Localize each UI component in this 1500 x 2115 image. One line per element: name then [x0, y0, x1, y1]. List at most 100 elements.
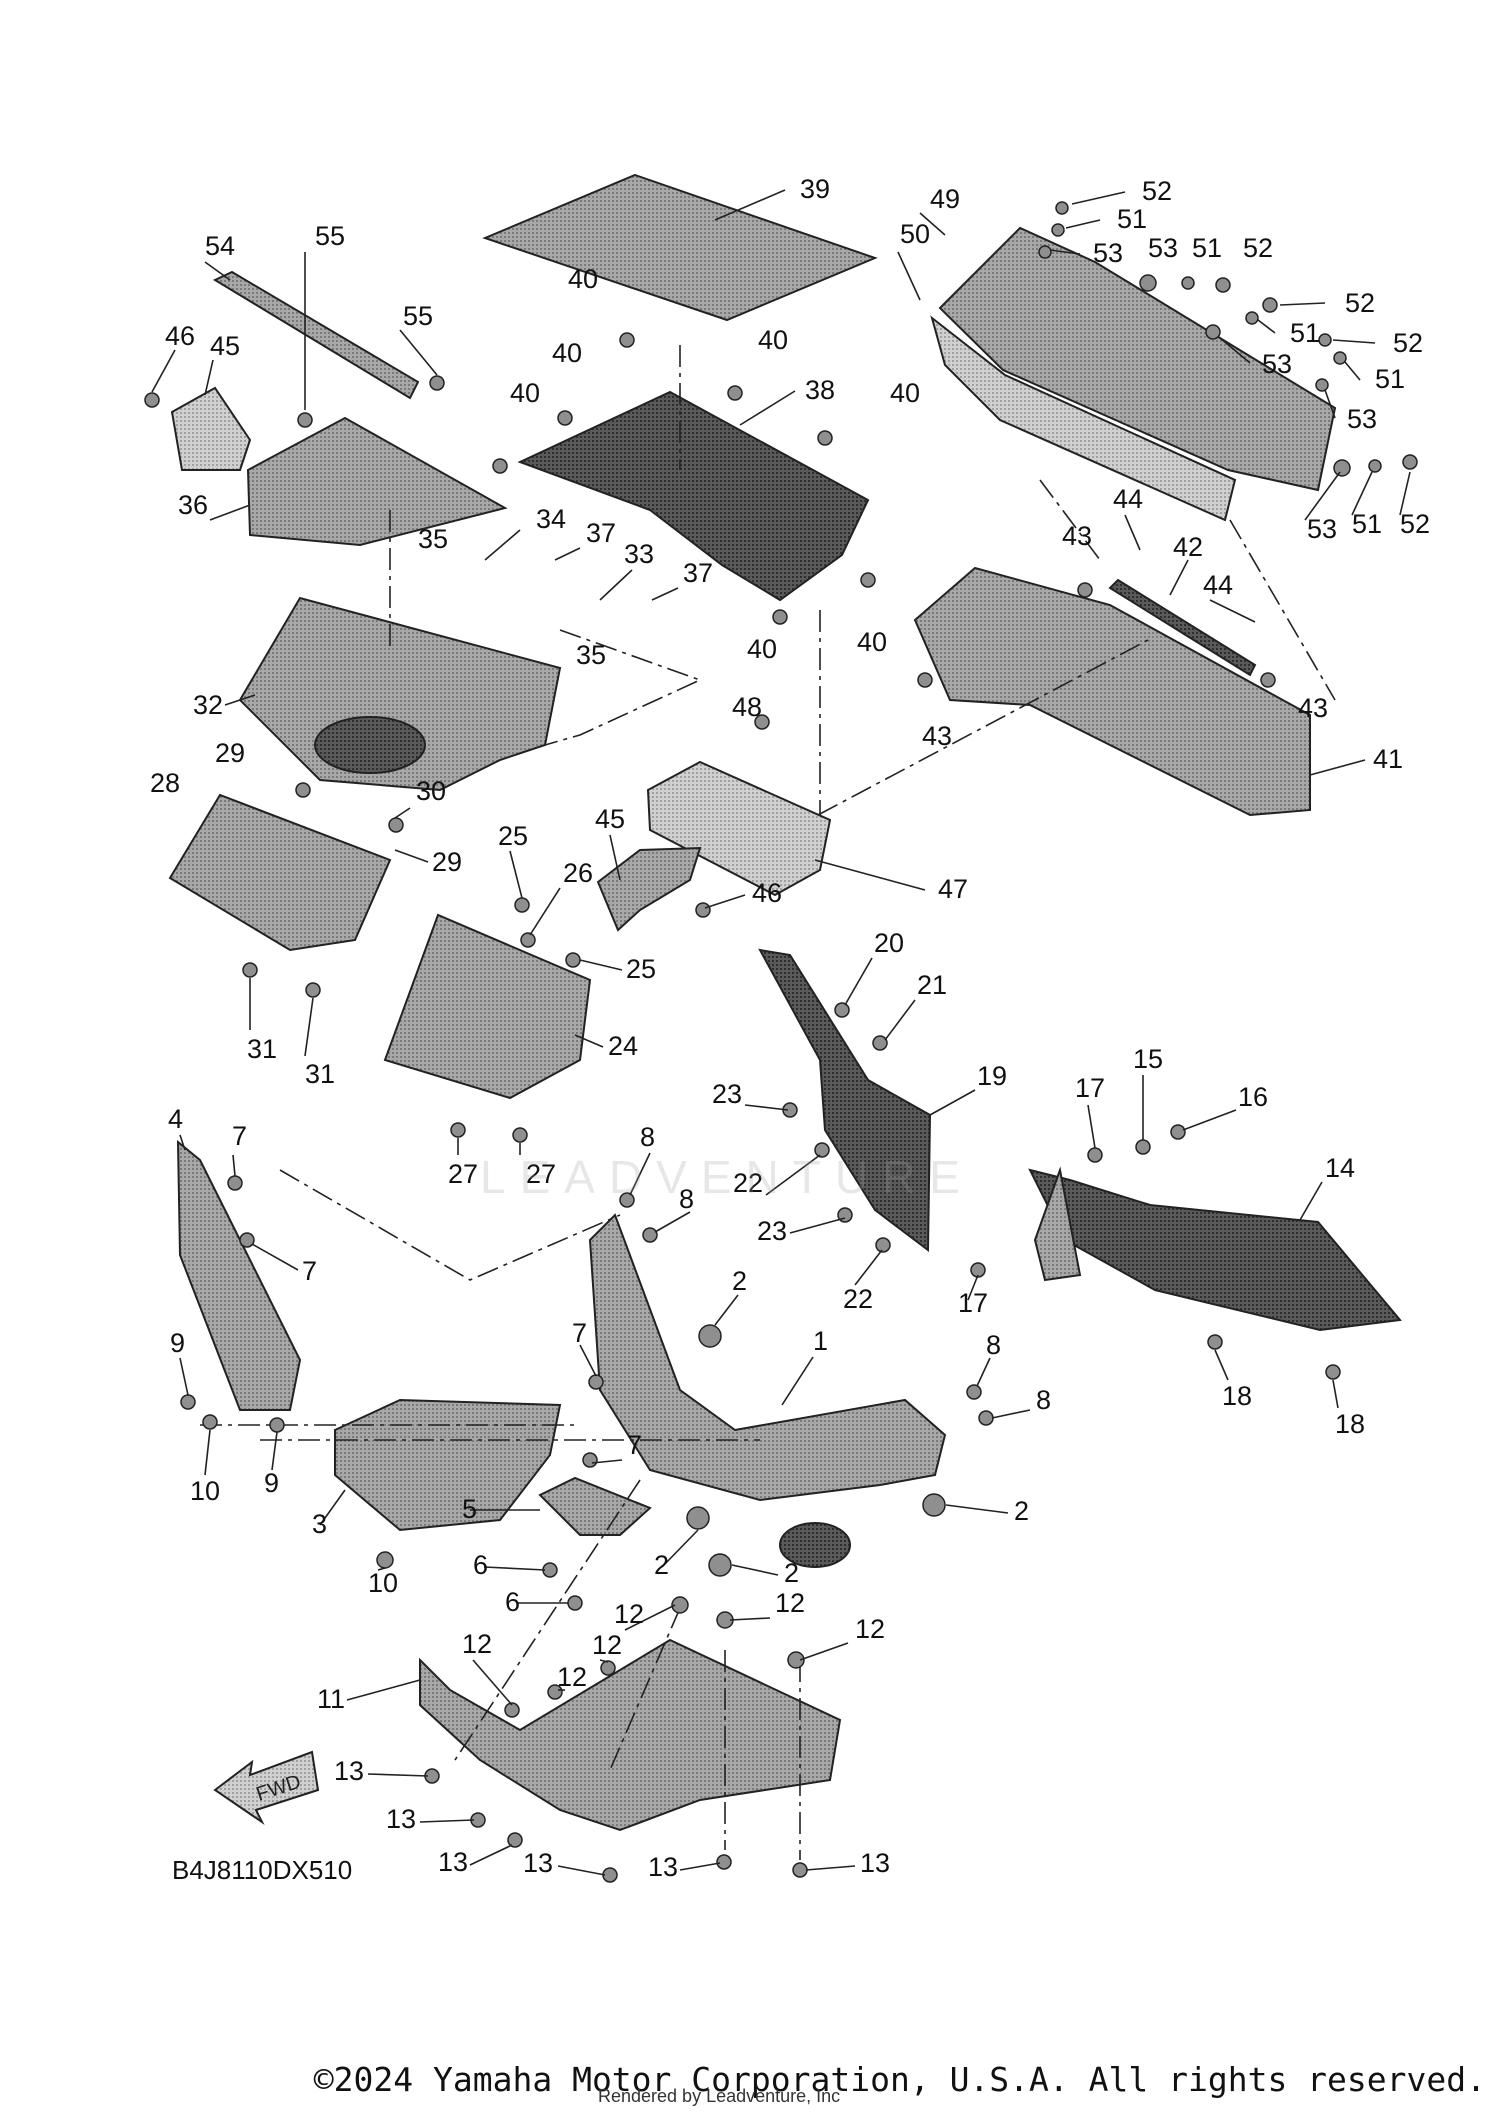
bolt-icon [144, 392, 160, 408]
callout-number: 31 [247, 1034, 277, 1064]
bolt-icon [1135, 1139, 1151, 1155]
bolt-icon [754, 714, 770, 730]
callout-number: 44 [1203, 570, 1233, 600]
callout-number: 29 [215, 738, 245, 768]
bolt-icon [872, 1035, 888, 1051]
callout-number: 6 [473, 1550, 488, 1580]
bolt-icon [429, 375, 445, 391]
callout-number: 55 [403, 301, 433, 331]
bolt-icon [922, 1493, 946, 1517]
bolt-icon [557, 410, 573, 426]
callout-number: 19 [977, 1061, 1007, 1091]
callout-number: 13 [648, 1852, 678, 1882]
panel-part-19 [758, 948, 932, 1252]
callout-number: 34 [536, 504, 566, 534]
callout-number: 46 [165, 321, 195, 351]
floor-mat-part-39 [482, 173, 878, 322]
callout-number: 46 [752, 878, 782, 908]
bolt-icon [1260, 672, 1276, 688]
callout-number: 27 [448, 1159, 478, 1189]
callout-number: 7 [302, 1256, 317, 1286]
bolt-icon [588, 1374, 604, 1390]
callout-number: 48 [732, 692, 762, 722]
callout-number: 40 [857, 627, 887, 657]
callout-number: 40 [510, 378, 540, 408]
bolt-icon [567, 1595, 583, 1611]
bolt-icon [727, 385, 743, 401]
callout-number: 9 [264, 1468, 279, 1498]
callout-number: 40 [758, 325, 788, 355]
bolt-icon [772, 609, 788, 625]
diagram-code-label: B4J8110DX510 [172, 1855, 353, 1885]
bolt-icon [716, 1854, 732, 1870]
callout-number: 18 [1222, 1381, 1252, 1411]
bolt-icon [698, 1324, 722, 1348]
callout-number: 8 [1036, 1385, 1051, 1415]
bolt-icon [492, 458, 508, 474]
callout-number: 22 [843, 1284, 873, 1314]
callout-number: 53 [1148, 233, 1178, 263]
bolt-icon [504, 1702, 520, 1718]
bolt-icon [708, 1553, 732, 1577]
bolt-icon [507, 1832, 523, 1848]
bolt-icon [1245, 311, 1259, 325]
guard-part-36 [246, 416, 508, 547]
callout-number: 22 [733, 1168, 763, 1198]
bolt-icon [269, 1417, 285, 1433]
bolt-icon [671, 1596, 689, 1614]
callout-number: 49 [930, 184, 960, 214]
side-panel-part-49 [930, 226, 1337, 522]
bolt-icon [388, 817, 404, 833]
bracket-part-45-left [170, 386, 252, 471]
callout-number: 43 [922, 721, 952, 751]
bolt-icon [1181, 276, 1195, 290]
bolt-icon [602, 1867, 618, 1883]
callout-number: 4 [168, 1104, 183, 1134]
callout-number: 3 [312, 1509, 327, 1539]
callout-number: 54 [205, 231, 235, 261]
bolt-icon [376, 1551, 394, 1569]
skid-plate-part-11 [419, 1638, 842, 1832]
callout-number: 35 [576, 640, 606, 670]
callout-number: 51 [1375, 364, 1405, 394]
callout-number: 8 [986, 1330, 1001, 1360]
bolt-icon [1318, 333, 1332, 347]
callout-number: 27 [526, 1159, 556, 1189]
callout-number: 16 [1238, 1082, 1268, 1112]
callout-number: 12 [462, 1629, 492, 1659]
bolt-icon [514, 897, 530, 913]
callout-number: 21 [917, 970, 947, 1000]
callout-number: 36 [178, 490, 208, 520]
bolt-icon [180, 1394, 196, 1410]
bolt-icon [1262, 297, 1278, 313]
callout-number: 51 [1290, 318, 1320, 348]
bolt-icon [817, 430, 833, 446]
bolt-icon [1087, 1147, 1103, 1163]
bracket-part-45-center [596, 846, 702, 932]
callout-number: 45 [210, 331, 240, 361]
bolt-icon [1077, 582, 1093, 598]
callout-number: 10 [190, 1476, 220, 1506]
callout-number: 2 [732, 1266, 747, 1296]
bolt-icon [695, 902, 711, 918]
bolt-icon [295, 782, 311, 798]
copyright-notice: ©2024 Yamaha Motor Corporation, U.S.A. A… [313, 2060, 1486, 2099]
console-part-32 [238, 596, 562, 792]
bolt-icon [542, 1562, 558, 1578]
callout-number: 25 [626, 954, 656, 984]
callout-number: 13 [438, 1847, 468, 1877]
bolt-icon [966, 1384, 982, 1400]
callout-number: 2 [654, 1550, 669, 1580]
bolt-icon [547, 1684, 563, 1700]
callout-number: 17 [1075, 1073, 1105, 1103]
callout-number: 37 [683, 558, 713, 588]
plate-part-47 [646, 760, 832, 897]
bolt-icon [512, 1127, 528, 1143]
callout-number: 51 [1117, 204, 1147, 234]
callout-number: 9 [170, 1328, 185, 1358]
bolt-icon [1402, 454, 1418, 470]
callout-number: 52 [1243, 233, 1273, 263]
bolt-icon [787, 1651, 805, 1669]
bolt-icon [686, 1506, 710, 1530]
